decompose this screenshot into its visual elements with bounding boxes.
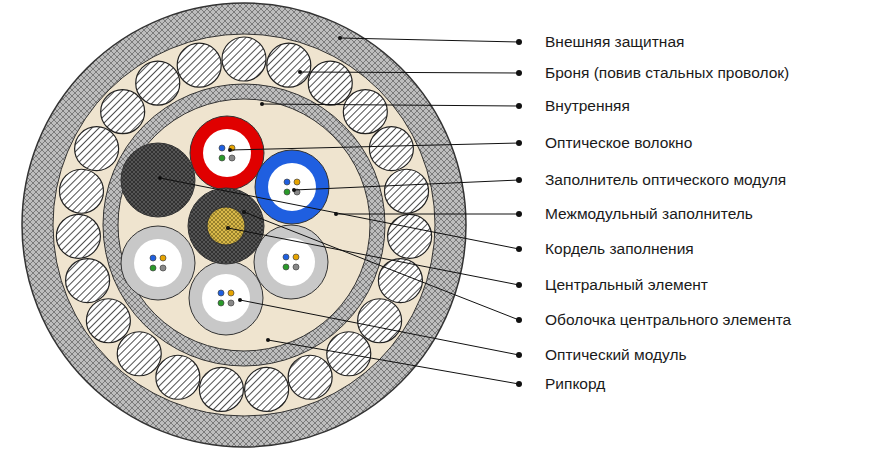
steel-wire bbox=[117, 332, 161, 376]
leader-dot bbox=[516, 39, 522, 45]
leader-line bbox=[340, 38, 519, 42]
inner-sheath bbox=[103, 84, 385, 366]
steel-wire bbox=[156, 355, 200, 399]
fiber bbox=[283, 264, 289, 270]
fiber bbox=[293, 264, 299, 270]
steel-wire bbox=[56, 214, 100, 258]
part-label: Межмодульный заполнитель bbox=[545, 205, 753, 223]
steel-wire bbox=[358, 299, 402, 343]
leader-end bbox=[226, 226, 230, 230]
part-label: Внутренняя bbox=[545, 97, 630, 115]
leader-dot bbox=[516, 103, 522, 109]
fiber bbox=[228, 290, 234, 296]
fiber bbox=[229, 155, 235, 161]
leader-line bbox=[240, 300, 519, 355]
steel-wire bbox=[136, 61, 180, 105]
fiber bbox=[284, 189, 290, 195]
leader-line bbox=[262, 104, 519, 106]
fiber bbox=[284, 179, 290, 185]
fiber bbox=[218, 290, 224, 296]
leader-line bbox=[244, 212, 519, 320]
leader-dot bbox=[516, 246, 522, 252]
leader-dot bbox=[516, 177, 522, 183]
fiber bbox=[150, 265, 156, 271]
steel-wire bbox=[388, 214, 432, 258]
steel-wire bbox=[66, 259, 110, 303]
leader-dot bbox=[516, 352, 522, 358]
leader-end bbox=[298, 70, 302, 74]
fiber bbox=[283, 254, 289, 260]
part-label: Оптический модуль bbox=[545, 346, 687, 364]
fiber bbox=[218, 300, 224, 306]
leader-line bbox=[160, 178, 519, 249]
steel-wire bbox=[288, 355, 332, 399]
steel-wire bbox=[75, 127, 119, 171]
leader-line bbox=[268, 340, 519, 384]
leader-end bbox=[238, 298, 242, 302]
steel-wire bbox=[308, 61, 352, 105]
fiber bbox=[293, 254, 299, 260]
armor-wires bbox=[56, 37, 431, 411]
steel-wire bbox=[199, 367, 243, 411]
steel-wire bbox=[385, 169, 429, 213]
steel-wire bbox=[369, 127, 413, 171]
leader-end bbox=[266, 338, 270, 342]
leader-end bbox=[338, 36, 342, 40]
steel-wire bbox=[101, 90, 145, 134]
fiber bbox=[219, 155, 225, 161]
leader-line bbox=[230, 143, 519, 150]
part-label: Оптическое волокно bbox=[545, 134, 692, 152]
leader-dot bbox=[516, 317, 522, 323]
steel-wire bbox=[59, 169, 103, 213]
part-label: Оболочка центрального элемента bbox=[545, 311, 791, 329]
fiber bbox=[219, 145, 225, 151]
leader-end bbox=[158, 176, 162, 180]
leader-dot bbox=[516, 282, 522, 288]
leader-lines bbox=[158, 36, 522, 387]
leader-line bbox=[228, 228, 519, 285]
part-label: Рипкорд bbox=[545, 375, 605, 393]
part-label: Кордель заполнения bbox=[545, 240, 694, 258]
leader-end bbox=[242, 210, 246, 214]
steel-wire bbox=[86, 299, 130, 343]
fiber bbox=[160, 255, 166, 261]
steel-wire bbox=[177, 43, 221, 87]
leader-dot bbox=[516, 211, 522, 217]
fiber bbox=[228, 300, 234, 306]
steel-wire bbox=[343, 90, 387, 134]
fiber bbox=[160, 265, 166, 271]
part-label: Броня (повив стальных проволок) bbox=[545, 64, 789, 82]
part-label: Внешняя защитная bbox=[545, 33, 684, 51]
leader-end bbox=[228, 148, 232, 152]
leader-dot bbox=[516, 70, 522, 76]
part-label: Центральный элемент bbox=[545, 276, 708, 294]
leader-line bbox=[336, 214, 519, 215]
leader-end bbox=[260, 102, 264, 106]
leader-dot bbox=[516, 381, 522, 387]
leader-line bbox=[294, 180, 519, 190]
leader-line bbox=[300, 72, 519, 73]
part-label: Заполнитель оптического модуля bbox=[545, 171, 786, 189]
leader-dot bbox=[516, 140, 522, 146]
fiber bbox=[150, 255, 156, 261]
steel-wire bbox=[267, 43, 311, 87]
fiber bbox=[294, 179, 300, 185]
steel-wire bbox=[222, 37, 266, 81]
leader-end bbox=[292, 188, 296, 192]
steel-wire bbox=[245, 367, 289, 411]
